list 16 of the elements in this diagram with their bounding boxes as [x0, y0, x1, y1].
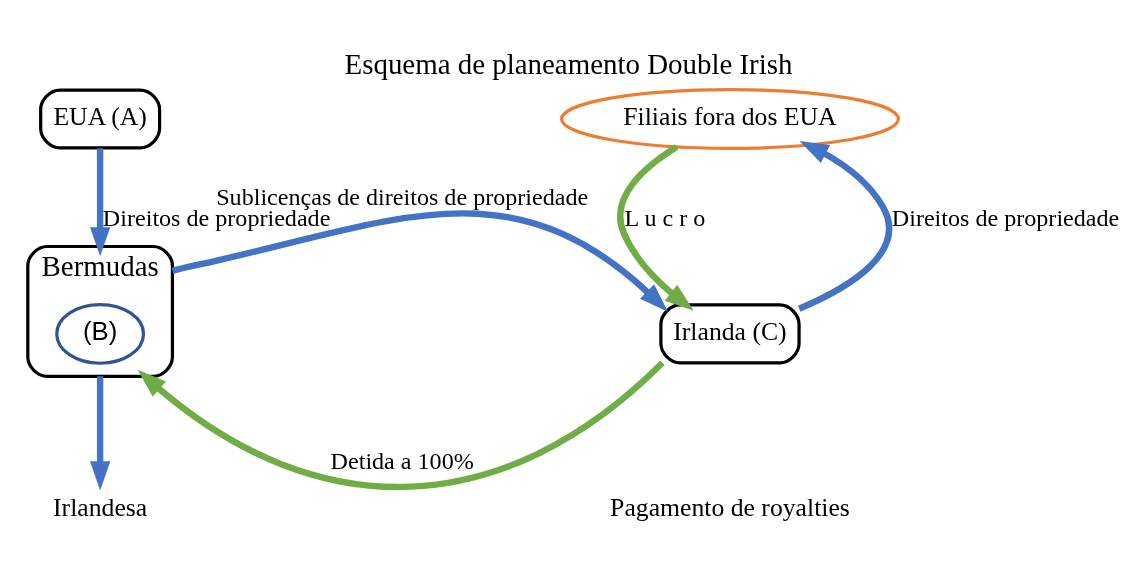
arrow [137, 360, 665, 490]
edge-label: Detida a 100% [330, 447, 474, 474]
arrow [171, 210, 668, 312]
node-ellipse: (B) [55, 302, 146, 365]
arrow [797, 141, 893, 312]
label: Pagamento de royalties [610, 492, 850, 522]
arrow [89, 376, 111, 491]
edge-label: Direitos de propriedade [891, 204, 1120, 231]
node-box: EUA (A) [39, 88, 162, 150]
arrow [617, 144, 694, 311]
diagram-title: Esquema de planeamento Double Irish [344, 47, 793, 80]
node-box: Irlanda (C) [659, 303, 801, 365]
edge-label: L u c r o [624, 204, 706, 231]
node-ellipse: Filiais fora dos EUA [560, 88, 900, 150]
arrow [89, 148, 111, 257]
node-text: Irlandesa [53, 492, 148, 522]
